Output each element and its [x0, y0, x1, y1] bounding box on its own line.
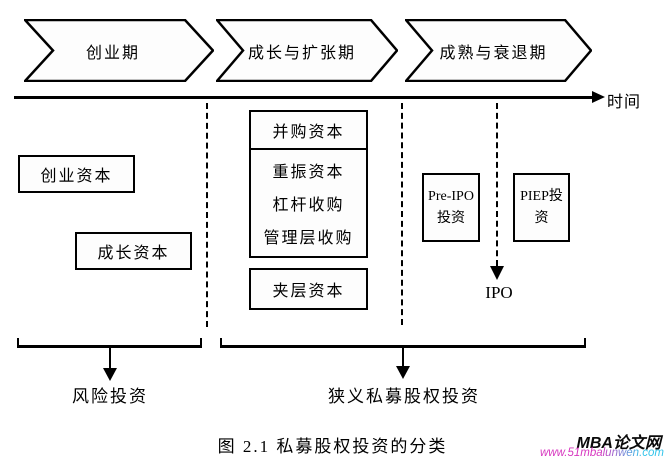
ipo-label: IPO — [485, 283, 513, 302]
bracket-narrow-pe-group — [220, 338, 586, 348]
narrow-pe-group-arrow-line — [402, 348, 404, 368]
venture-group-label: 风险投资 — [72, 387, 148, 406]
box-mezzanine-capital: 夹层资本 — [249, 268, 368, 310]
box-startup-capital: 创业资本 — [18, 155, 135, 193]
phase-label-startup: 创业期 — [85, 44, 140, 62]
figure-caption: 图 2.1 私募股权投资的分类 — [217, 437, 448, 456]
box-piep-investment: PIEP投资 — [513, 173, 570, 242]
box-turnaround-capital: 重振资本 — [272, 164, 345, 182]
timeline-axis-label: 时间 — [607, 94, 642, 111]
narrow-pe-group-arrowhead-icon — [396, 366, 410, 379]
timeline-arrowhead-icon — [592, 91, 605, 103]
venture-group-arrow-line — [109, 348, 111, 370]
phase-chevron-startup: 创业期 — [24, 19, 214, 82]
box-growth-capital: 成长资本 — [75, 232, 192, 270]
watermark-site-name: MBA论文网 — [576, 435, 661, 452]
box-management-buyout: 管理层收购 — [263, 229, 354, 247]
box-leveraged-buyout: 杠杆收购 — [272, 196, 345, 214]
chevron-arrow-icon — [216, 19, 398, 82]
box-ma-capital: 并购资本 — [249, 110, 368, 150]
ipo-arrowhead-icon — [490, 266, 504, 280]
box-pre-ipo-investment: Pre-IPO投资 — [422, 173, 480, 242]
phase-label-growth: 成长与扩张期 — [247, 44, 356, 62]
bracket-venture-group — [17, 338, 202, 348]
chevron-arrow-icon — [24, 19, 214, 82]
chevron-arrow-icon — [405, 19, 592, 82]
watermark-site-url: www.51mbalunwen.com — [539, 447, 664, 459]
phase-label-maturity: 成熟与衰退期 — [439, 44, 548, 62]
box-buyout-group: 重振资本 杠杆收购 管理层收购 — [249, 148, 368, 258]
timeline-axis-line — [14, 96, 593, 99]
phase-divider-dashed-1 — [206, 103, 208, 327]
ipo-dashed-arrow-line — [496, 103, 498, 266]
venture-group-arrowhead-icon — [103, 368, 117, 381]
phase-chevron-maturity: 成熟与衰退期 — [405, 19, 592, 82]
phase-chevron-growth: 成长与扩张期 — [216, 19, 398, 82]
narrow-pe-group-label: 狭义私募股权投资 — [328, 387, 480, 406]
phase-divider-dashed-2 — [401, 103, 403, 325]
